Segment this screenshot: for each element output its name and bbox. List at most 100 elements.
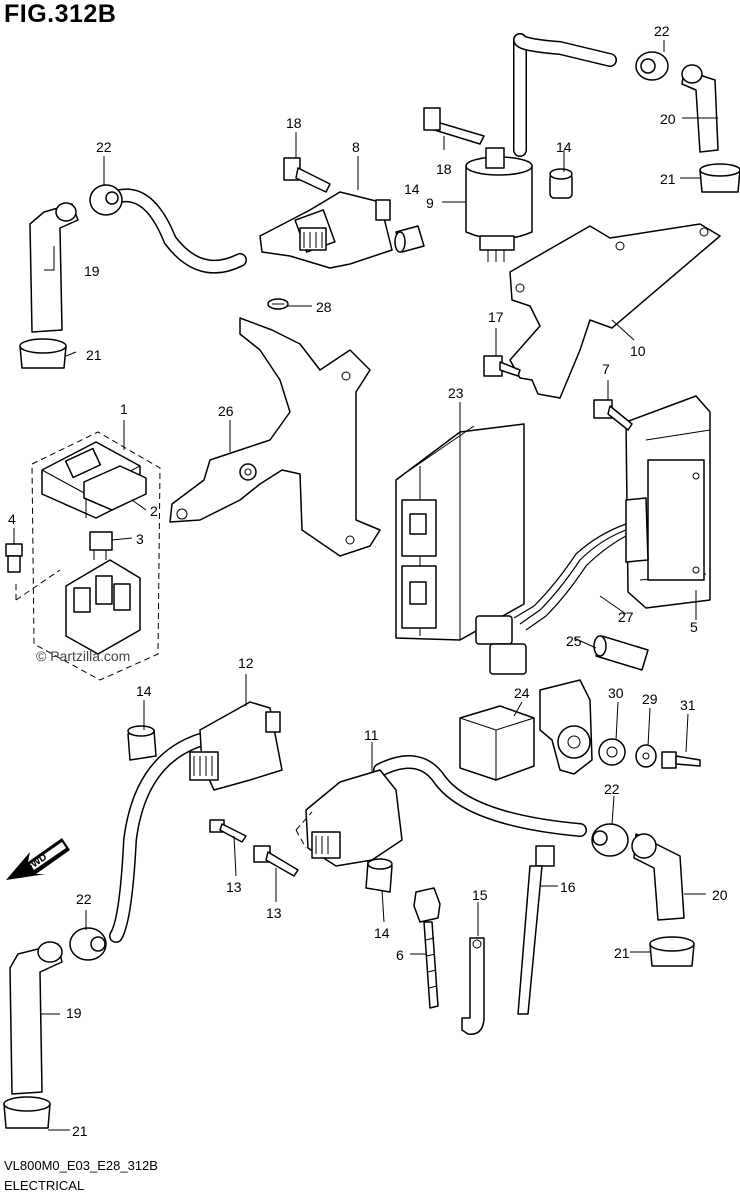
- spacer-14-top[interactable]: [549, 168, 573, 199]
- ignition-coil-8[interactable]: [259, 191, 393, 269]
- screw-28[interactable]: [267, 298, 289, 310]
- bolt-4[interactable]: [5, 543, 23, 573]
- callout-labels: 22 20 21 18 8 18 14 9 14 22 19 28 21 10 …: [8, 23, 728, 1139]
- ring-21-top-right[interactable]: [699, 163, 740, 193]
- callout-27[interactable]: 27: [618, 609, 634, 625]
- callout-28[interactable]: 28: [316, 299, 332, 315]
- spacer-14-center[interactable]: [365, 858, 393, 893]
- bolt-17[interactable]: [483, 355, 521, 377]
- callout-22[interactable]: 22: [96, 139, 112, 155]
- callout-16[interactable]: 16: [560, 879, 576, 895]
- boot-22-lower-left[interactable]: [69, 927, 107, 961]
- spacer-14-lower-left[interactable]: [127, 725, 157, 761]
- callout-10[interactable]: 10: [630, 343, 646, 359]
- callout-2[interactable]: 2: [150, 503, 158, 519]
- bolt-13-left[interactable]: [209, 819, 247, 843]
- callout-1[interactable]: 1: [120, 401, 128, 417]
- bracket-10[interactable]: [509, 223, 721, 399]
- callout-21[interactable]: 21: [86, 347, 102, 363]
- callout-24[interactable]: 24: [514, 685, 530, 701]
- callout-18[interactable]: 18: [436, 161, 452, 177]
- center-right-plug-cable: [373, 755, 587, 837]
- callout-21[interactable]: 21: [72, 1123, 88, 1139]
- ring-21-upper-left[interactable]: [19, 338, 67, 369]
- bolt-18-upper-left[interactable]: [283, 157, 331, 193]
- callout-17[interactable]: 17: [488, 309, 504, 325]
- callout-22[interactable]: 22: [654, 23, 670, 39]
- callout-22[interactable]: 22: [76, 891, 92, 907]
- boot-22-top-right[interactable]: [635, 51, 669, 81]
- plug-cap-20-center-right[interactable]: [631, 833, 685, 921]
- cover-2[interactable]: [83, 465, 147, 511]
- callout-30[interactable]: 30: [608, 685, 624, 701]
- regulator-harness: [513, 523, 627, 631]
- callout-22[interactable]: 22: [604, 781, 620, 797]
- clamp-6[interactable]: [413, 887, 441, 1009]
- callout-11[interactable]: 11: [364, 727, 379, 743]
- spacer-25[interactable]: [593, 635, 649, 671]
- fuse-3[interactable]: [89, 531, 113, 560]
- callout-23[interactable]: 23: [448, 385, 464, 401]
- callout-8[interactable]: 8: [352, 139, 360, 155]
- boot-22-upper-left[interactable]: [89, 184, 123, 216]
- callout-7[interactable]: 7: [602, 361, 610, 377]
- callout-25[interactable]: 25: [566, 633, 582, 649]
- callout-21[interactable]: 21: [614, 945, 630, 961]
- sensor-bracket[interactable]: [539, 679, 593, 775]
- callout-4[interactable]: 4: [8, 511, 16, 527]
- callout-31[interactable]: 31: [680, 697, 696, 713]
- ignition-coil-11[interactable]: [295, 769, 403, 867]
- figure-title: FIG.312B: [4, 0, 117, 28]
- fwd-arrow: [6, 838, 70, 880]
- lower-left-plug-cable: [109, 733, 207, 943]
- callout-13[interactable]: 13: [266, 905, 282, 921]
- bolt-7[interactable]: [593, 399, 633, 431]
- callout-19[interactable]: 19: [84, 263, 100, 279]
- callout-29[interactable]: 29: [642, 691, 658, 707]
- sensor-24[interactable]: [459, 705, 535, 781]
- ring-21-lower-left[interactable]: [3, 1096, 51, 1129]
- callout-21[interactable]: 21: [660, 171, 676, 187]
- callout-9[interactable]: 9: [426, 195, 434, 211]
- bolt-18-upper-right[interactable]: [423, 107, 485, 145]
- callout-14[interactable]: 14: [374, 925, 390, 941]
- leader-lines: [13, 40, 706, 1131]
- callout-20[interactable]: 20: [712, 887, 728, 903]
- ignition-coil-12[interactable]: [189, 701, 283, 791]
- callout-14[interactable]: 14: [556, 139, 572, 155]
- ignition-coil-9[interactable]: [465, 147, 533, 262]
- ring-21-center-right[interactable]: [649, 936, 695, 967]
- bolt-13-right[interactable]: [253, 845, 299, 877]
- diagram-code: VL800M0_E03_E28_312B: [4, 1158, 158, 1173]
- callout-20[interactable]: 20: [660, 111, 676, 127]
- cable-tie-16[interactable]: [517, 845, 555, 1015]
- callout-13[interactable]: 13: [226, 879, 242, 895]
- spacer-14-left-coil[interactable]: [394, 225, 425, 253]
- callout-19[interactable]: 19: [66, 1005, 82, 1021]
- plug-cap-19-lower-left[interactable]: [9, 941, 63, 1095]
- callout-14[interactable]: 14: [404, 181, 420, 197]
- section-title: ELECTRICAL: [4, 1178, 85, 1193]
- watermark: © Partzilla.com: [36, 648, 131, 664]
- plug-cap-20-top-right[interactable]: [681, 64, 719, 153]
- callout-15[interactable]: 15: [472, 887, 488, 903]
- callout-5[interactable]: 5: [690, 619, 698, 635]
- starter-relay-box-1[interactable]: [15, 431, 161, 681]
- callout-18[interactable]: 18: [286, 115, 302, 131]
- regulator-5[interactable]: [625, 395, 711, 609]
- callout-26[interactable]: 26: [218, 403, 234, 419]
- callout-14[interactable]: 14: [136, 683, 152, 699]
- boot-22-center-right[interactable]: [591, 823, 629, 857]
- ecm-23[interactable]: [395, 423, 525, 641]
- bolt-31[interactable]: [661, 751, 701, 769]
- coupler-27[interactable]: [475, 615, 527, 675]
- grommet-30[interactable]: [598, 738, 626, 766]
- callout-6[interactable]: 6: [396, 947, 404, 963]
- callout-3[interactable]: 3: [136, 531, 144, 547]
- washer-29[interactable]: [635, 744, 657, 768]
- callout-12[interactable]: 12: [238, 655, 254, 671]
- clamp-15[interactable]: [461, 937, 485, 1035]
- bracket-26[interactable]: [169, 317, 381, 557]
- upper-right-plug-cable: [513, 33, 617, 157]
